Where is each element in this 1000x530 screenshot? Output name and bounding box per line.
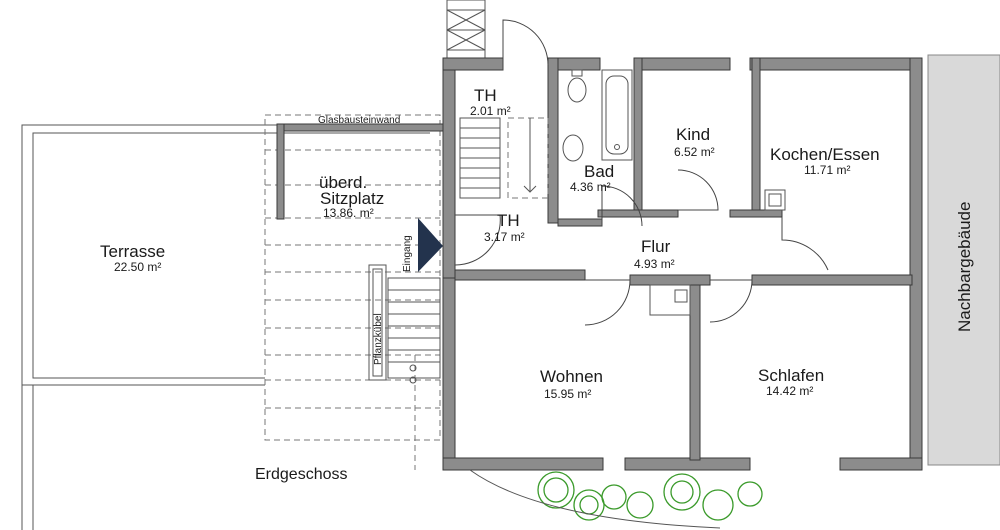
neighbor-building (927, 54, 1000, 466)
terrace-outline (21, 124, 430, 530)
entrance-arrow-icon (418, 218, 443, 272)
covered-area-dashed (264, 114, 441, 470)
room-sitzplatz-name-1: überd. (319, 173, 367, 192)
room-sitzplatz-area: 13.86. m² (323, 206, 374, 220)
room-wohnen-area: 15.95 m² (544, 387, 591, 401)
room-kochen-area: 11.71 m² (804, 163, 850, 177)
room-kochen-name: Kochen/Essen (770, 145, 880, 164)
room-wohnen-name: Wohnen (540, 367, 603, 386)
room-schlafen-area: 14.42 m² (766, 384, 813, 398)
planter-label: Pflanzkübel (373, 313, 384, 365)
room-kind-area: 6.52 m² (674, 145, 715, 159)
floor-title: Erdgeschoss (255, 466, 348, 483)
door-swings (454, 19, 829, 326)
room-terrasse-area: 22.50 m² (114, 260, 161, 274)
building-walls (442, 57, 923, 471)
bathroom-fixtures (562, 69, 633, 162)
neighbor-label: Nachbargebäude (955, 202, 974, 332)
room-terrasse-name: Terrasse (100, 242, 165, 261)
room-th-upper-name: TH (474, 86, 497, 105)
room-bad-area: 4.36 m² (570, 180, 611, 194)
room-flur-area: 4.93 m² (634, 257, 675, 271)
room-th-upper-area: 2.01 m² (470, 104, 511, 118)
scaffold-structure (446, 0, 486, 61)
planter (368, 264, 387, 381)
entrance-stairs (387, 277, 441, 384)
entrance-label: Eingang (402, 235, 413, 272)
room-th-lower-area: 3.17 m² (484, 230, 525, 244)
interior-stairs (459, 117, 549, 199)
garden-shrubs (469, 469, 763, 529)
room-th-lower-name: TH (497, 211, 520, 230)
room-kind-name: Kind (676, 125, 710, 144)
room-flur-name: Flur (641, 237, 671, 256)
room-sitzplatz-name-2: Sitzplatz (320, 189, 384, 208)
room-bad-name: Bad (584, 162, 614, 181)
glass-wall-label: Glasbausteinwand (318, 115, 400, 126)
room-schlafen-name: Schlafen (758, 366, 824, 385)
